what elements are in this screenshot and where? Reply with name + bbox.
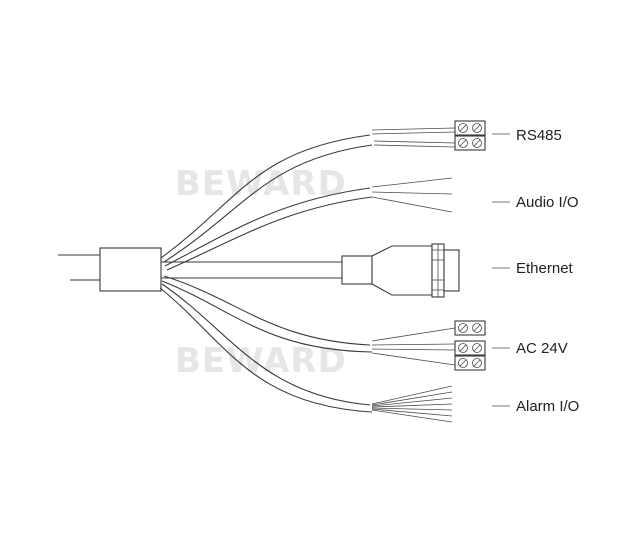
callouts: RS485 Audio I/O Ethernet AC 24V Alarm I/… xyxy=(492,127,579,415)
audio-branch xyxy=(164,177,453,271)
cable-splitter-sleeve xyxy=(99,247,162,292)
ac24v-terminal-block xyxy=(454,320,486,371)
ac24v-branch xyxy=(161,275,486,371)
alarm-branch xyxy=(159,283,453,423)
rj45-connector xyxy=(341,243,460,298)
watermark-logo-bottom: BEWARD xyxy=(175,341,347,381)
ethernet-label: Ethernet xyxy=(516,260,574,277)
watermark-logo-top: BEWARD xyxy=(175,164,347,204)
trunk-cable xyxy=(58,247,162,292)
rs485-terminal-block xyxy=(454,120,486,151)
ethernet-branch xyxy=(161,243,460,298)
rs485-label: RS485 xyxy=(516,127,562,144)
audio-label: Audio I/O xyxy=(516,194,579,211)
ac24v-label: AC 24V xyxy=(516,340,568,357)
alarm-label: Alarm I/O xyxy=(516,398,579,415)
rs485-branch xyxy=(160,120,486,263)
